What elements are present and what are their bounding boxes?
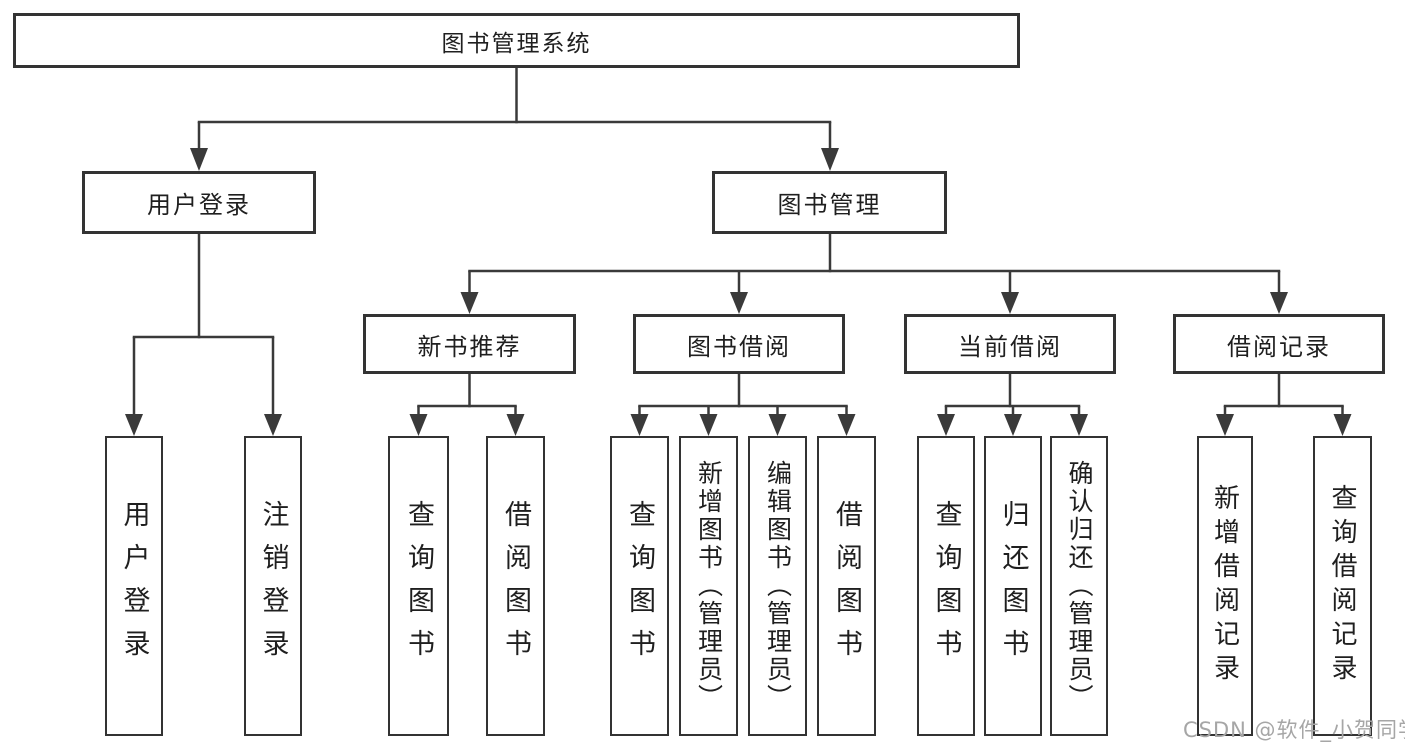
leaf-label: 查询图书 <box>930 500 962 672</box>
leaf-add-books-admin: 新增图书（管理员） <box>679 436 738 736</box>
leaf-label: 用户登录 <box>118 500 150 672</box>
leaf-label: 查询图书 <box>624 500 655 672</box>
node-label: 新书推荐 <box>417 332 522 361</box>
leaf-return-books: 归还图书 <box>984 436 1042 736</box>
node-library-management-system: 图书管理系统 <box>13 13 1020 68</box>
leaf-query-books-borrowing: 查询图书 <box>610 436 669 736</box>
leaf-label: 新增图书（管理员） <box>694 460 724 712</box>
leaf-logout: 注销登录 <box>244 436 302 736</box>
leaf-query-books-current: 查询图书 <box>917 436 975 736</box>
leaf-label: 确认归还（管理员） <box>1065 460 1094 712</box>
node-label: 用户登录 <box>147 191 251 219</box>
leaf-edit-books-admin: 编辑图书（管理员） <box>748 436 807 736</box>
node-label: 当前借阅 <box>958 332 1062 361</box>
leaf-label: 新增借阅记录 <box>1209 484 1240 688</box>
leaf-label: 查询图书 <box>403 500 434 672</box>
node-label: 图书管理系统 <box>441 30 592 57</box>
node-user-login: 用户登录 <box>82 171 316 234</box>
node-new-book-recommendation: 新书推荐 <box>363 314 576 374</box>
leaf-query-books-recommend: 查询图书 <box>388 436 449 736</box>
leaf-confirm-return-admin: 确认归还（管理员） <box>1050 436 1108 736</box>
leaf-user-login: 用户登录 <box>105 436 163 736</box>
node-label: 借阅记录 <box>1227 332 1331 361</box>
leaf-label: 借阅图书 <box>831 500 862 672</box>
node-borrowing-records: 借阅记录 <box>1173 314 1385 374</box>
node-book-borrowing: 图书借阅 <box>633 314 845 374</box>
leaf-add-borrow-record: 新增借阅记录 <box>1197 436 1253 736</box>
arrowhead-icons <box>125 148 1352 436</box>
node-current-borrowing: 当前借阅 <box>904 314 1116 374</box>
leaf-label: 注销登录 <box>257 500 289 672</box>
leaf-label: 借阅图书 <box>500 500 531 672</box>
watermark: CSDN @软件_小贺同学 <box>1183 718 1405 742</box>
leaf-label: 查询借阅记录 <box>1327 484 1357 688</box>
leaf-label: 编辑图书（管理员） <box>763 460 793 712</box>
node-book-management: 图书管理 <box>712 171 947 234</box>
leaf-query-borrow-record: 查询借阅记录 <box>1313 436 1372 736</box>
node-label: 图书管理 <box>777 191 882 219</box>
node-label: 图书借阅 <box>687 332 791 361</box>
leaf-borrow-books-borrowing: 借阅图书 <box>817 436 876 736</box>
leaf-borrow-books-recommend: 借阅图书 <box>486 436 545 736</box>
leaf-label: 归还图书 <box>997 500 1029 672</box>
